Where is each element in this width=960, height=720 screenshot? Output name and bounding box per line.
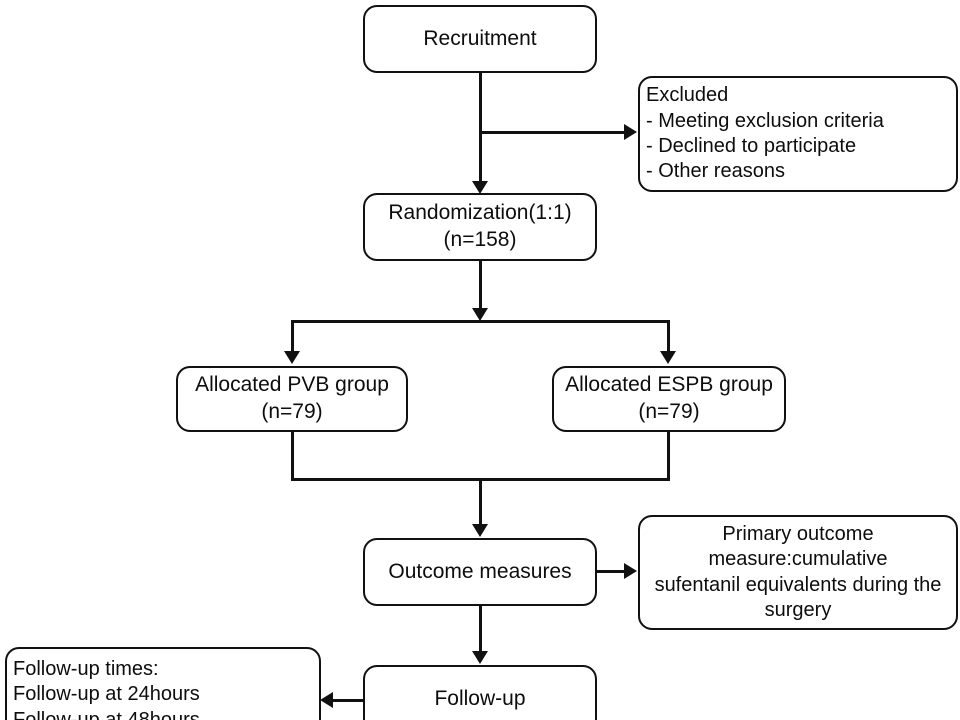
edge-recruitment-to-randomization-line [479, 73, 482, 183]
node-follow-up-label: Follow-up [434, 686, 526, 710]
node-follow-up[interactable]: Follow-up [363, 665, 597, 720]
edge-followup-to-times-arrow [320, 692, 333, 708]
edge-randomization-to-pvb-line [291, 320, 294, 353]
node-outcome-measures[interactable]: Outcome measures [363, 538, 597, 606]
edge-randomization-stem-arrow [472, 308, 488, 321]
edge-randomization-split-bar [291, 320, 670, 323]
node-allocated-espb[interactable]: Allocated ESPB group (n=79) [552, 366, 786, 432]
edge-randomization-to-pvb-arrow [284, 351, 300, 364]
edge-outcome-to-primary-line [597, 570, 627, 573]
node-randomization-label: Randomization(1:1) (n=158) [388, 201, 572, 251]
node-allocated-pvb[interactable]: Allocated PVB group (n=79) [176, 366, 408, 432]
node-primary-outcome[interactable]: Primary outcome measure:cumulative sufen… [638, 515, 958, 630]
edge-merge-to-outcome-arrow [472, 524, 488, 537]
node-recruitment-label: Recruitment [423, 26, 537, 50]
node-primary-outcome-label: Primary outcome measure:cumulative sufen… [654, 522, 942, 621]
node-follow-up-times[interactable]: Follow-up times: Follow-up at 24hours Fo… [5, 647, 321, 720]
node-allocated-pvb-label: Allocated PVB group (n=79) [195, 373, 389, 423]
edge-outcome-to-primary-arrow [624, 563, 637, 579]
edge-espb-to-merge-line [667, 432, 670, 480]
edge-followup-to-times-line [333, 699, 365, 702]
edge-randomization-stem-line [479, 261, 482, 317]
node-outcome-measures-label: Outcome measures [388, 559, 572, 583]
node-allocated-espb-label: Allocated ESPB group (n=79) [565, 373, 773, 423]
edge-recruitment-to-excluded-arrow [624, 124, 637, 140]
edge-outcome-to-followup-arrow [472, 651, 488, 664]
node-excluded[interactable]: Excluded - Meeting exclusion criteria - … [638, 76, 958, 192]
node-follow-up-times-label: Follow-up times: Follow-up at 24hours Fo… [13, 658, 200, 720]
edge-randomization-to-espb-line [667, 320, 670, 353]
edge-recruitment-to-excluded-line [479, 131, 625, 134]
edge-pvb-to-merge-line [291, 432, 294, 480]
edge-recruitment-to-randomization-arrow [472, 181, 488, 194]
node-recruitment[interactable]: Recruitment [363, 5, 597, 73]
node-excluded-label: Excluded - Meeting exclusion criteria - … [646, 84, 884, 183]
node-randomization[interactable]: Randomization(1:1) (n=158) [363, 193, 597, 261]
edge-merge-to-outcome-line [479, 478, 482, 528]
edge-randomization-to-espb-arrow [660, 351, 676, 364]
edge-outcome-to-followup-line [479, 606, 482, 654]
